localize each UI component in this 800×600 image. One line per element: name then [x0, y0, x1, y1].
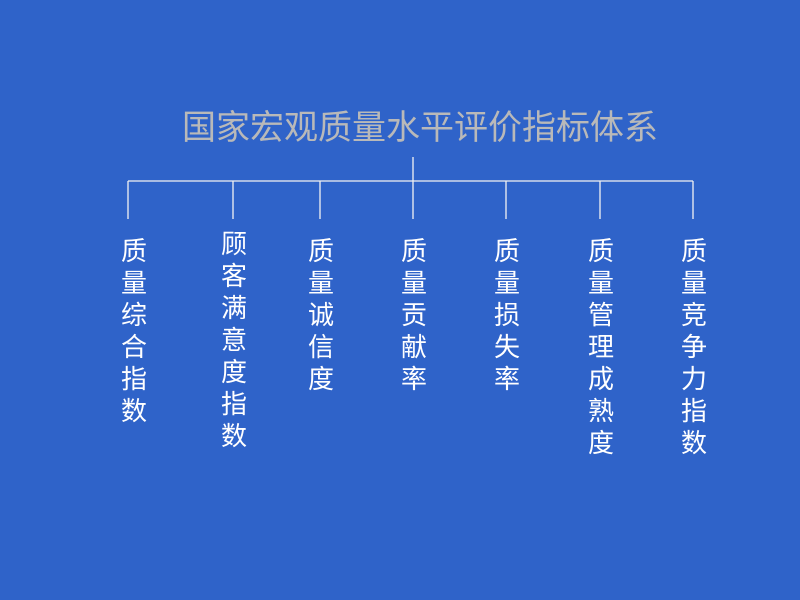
branch-node-2: 顾客满意度指数 [214, 229, 254, 453]
branch-label-6: 质量管理成熟度 [587, 237, 614, 459]
branch-label-2: 顾客满意度指数 [220, 230, 247, 452]
branch-label-7: 质量竞争力指数 [680, 237, 707, 459]
branch-node-1: 质量综合指数 [114, 236, 154, 428]
diagram-title: 国家宏观质量水平评价指标体系 [182, 108, 658, 148]
branch-node-3: 质量诚信度 [301, 236, 341, 396]
branch-node-7: 质量竞争力指数 [674, 236, 714, 460]
branch-label-5: 质量损失率 [493, 237, 520, 395]
branch-label-1: 质量综合指数 [120, 237, 147, 427]
branch-label-4: 质量贡献率 [400, 237, 427, 395]
branch-node-6: 质量管理成熟度 [581, 236, 621, 460]
branch-node-5: 质量损失率 [487, 236, 527, 396]
branch-node-4: 质量贡献率 [394, 236, 434, 396]
branch-label-3: 质量诚信度 [307, 237, 334, 395]
